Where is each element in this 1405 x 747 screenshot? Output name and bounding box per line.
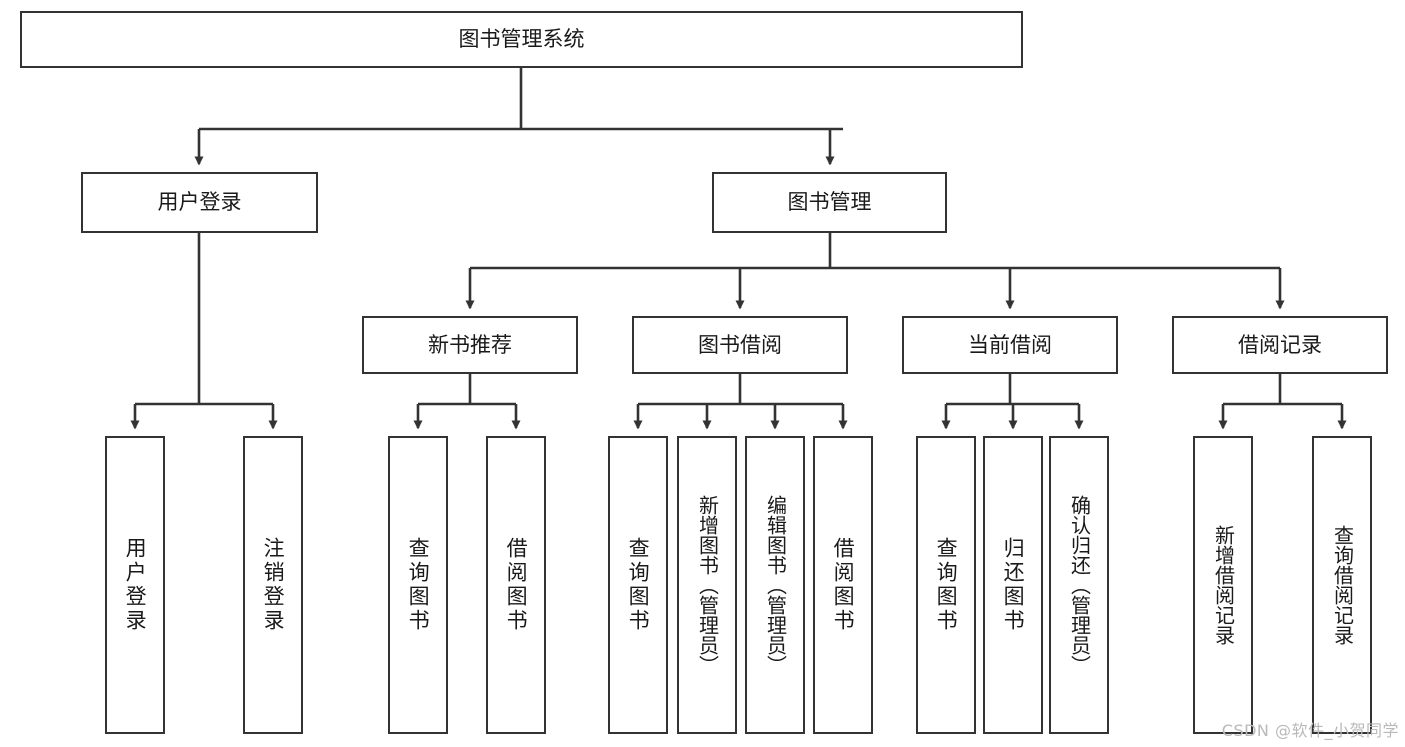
node-label: 新增图书（管理员） [695,495,720,675]
node-label: 注销登录 [261,537,286,633]
leaf-query-book-recommend[interactable]: 查询图书 [388,436,448,734]
node-book-manage[interactable]: 图书管理 [712,172,947,233]
leaf-query-book-current[interactable]: 查询图书 [916,436,976,734]
leaf-edit-book[interactable]: 编辑图书（管理员） [745,436,805,734]
leaf-logout[interactable]: 注销登录 [243,436,303,734]
node-label: 借阅图书 [504,537,529,633]
leaf-query-book-borrow[interactable]: 查询图书 [608,436,668,734]
csdn-watermark: CSDN @软件_小贺同学 [1221,721,1399,740]
leaf-add-book[interactable]: 新增图书（管理员） [677,436,737,734]
node-root-system[interactable]: 图书管理系统 [20,11,1023,68]
node-label: 借阅图书 [831,537,856,633]
node-label: 图书借阅 [698,332,782,357]
leaf-add-borrow-record[interactable]: 新增借阅记录 [1193,436,1253,734]
node-label: 查询图书 [406,537,431,633]
node-label: 用户登录 [123,537,148,633]
node-label: 用户登录 [157,190,242,215]
node-label: 新书推荐 [428,332,512,357]
node-label: 借阅记录 [1238,332,1322,357]
leaf-borrow-book[interactable]: 借阅图书 [813,436,873,734]
node-new-book-recommend[interactable]: 新书推荐 [362,316,578,374]
node-label: 编辑图书（管理员） [763,495,788,675]
node-borrow-record[interactable]: 借阅记录 [1172,316,1388,374]
node-label: 图书管理 [787,190,872,215]
node-label: 新增借阅记录 [1211,525,1236,645]
node-user-login[interactable]: 用户登录 [81,172,318,233]
leaf-query-borrow-record[interactable]: 查询借阅记录 [1312,436,1372,734]
node-label: 归还图书 [1001,537,1026,633]
leaf-return-book[interactable]: 归还图书 [983,436,1043,734]
node-label: 确认归还（管理员） [1067,495,1092,675]
node-current-borrow[interactable]: 当前借阅 [902,316,1118,374]
node-label: 查询借阅记录 [1330,525,1355,645]
node-book-borrow[interactable]: 图书借阅 [632,316,848,374]
node-label: 查询图书 [626,537,651,633]
leaf-confirm-return[interactable]: 确认归还（管理员） [1049,436,1109,734]
node-label: 查询图书 [934,537,959,633]
node-label: 图书管理系统 [458,27,585,52]
leaf-user-login[interactable]: 用户登录 [105,436,165,734]
node-label: 当前借阅 [968,332,1052,357]
leaf-borrow-book-recommend[interactable]: 借阅图书 [486,436,546,734]
